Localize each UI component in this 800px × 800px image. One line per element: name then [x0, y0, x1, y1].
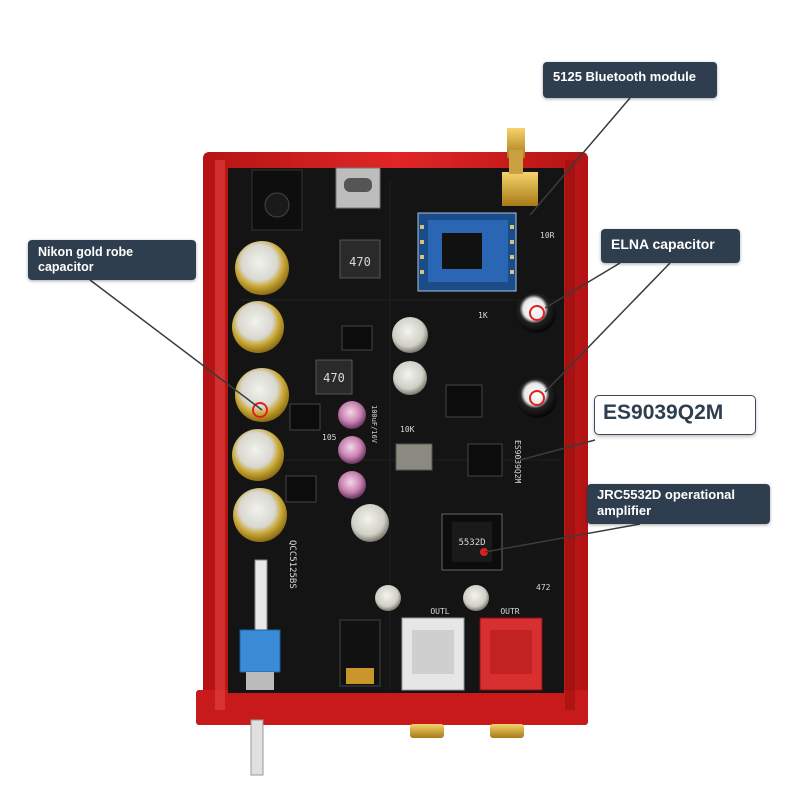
svg-text:472: 472 — [536, 583, 551, 592]
inductor-top: 470 — [339, 239, 381, 279]
nikon-gold-capacitors — [232, 241, 289, 542]
inductor-bottom: 470 — [315, 359, 353, 395]
svg-text:100uF/16V: 100uF/16V — [370, 405, 378, 444]
svg-text:OUTR: OUTR — [500, 607, 519, 616]
svg-text:QCC5125BS: QCC5125BS — [287, 540, 297, 589]
rca-out-left: OUTL — [401, 607, 465, 691]
gold-rca-jacks — [410, 724, 524, 738]
nikon-capacitor-callout: Nikon gold robe capacitor — [28, 240, 196, 280]
svg-text:105: 105 — [322, 433, 337, 442]
bluetooth-module-callout: 5125 Bluetooth module — [543, 62, 717, 98]
svg-text:470: 470 — [349, 255, 371, 269]
svg-text:1K: 1K — [478, 311, 488, 320]
toggle-switch — [239, 559, 281, 776]
elna-capacitor-callout: ELNA capacitor — [601, 229, 740, 263]
svg-text:10K: 10K — [400, 425, 415, 434]
svg-text:10R: 10R — [540, 231, 555, 240]
svg-text:ES9039Q2M: ES9039Q2M — [513, 440, 522, 484]
bluetooth-module — [417, 212, 517, 292]
rca-out-right: OUTR — [479, 607, 543, 691]
svg-text:OUTL: OUTL — [430, 607, 449, 616]
antenna-connector — [502, 128, 538, 206]
elna-capacitors — [516, 293, 557, 418]
opamp-callout: JRC5532D operational amplifier — [587, 484, 770, 524]
callout-lines — [89, 97, 671, 553]
silver-capacitors — [351, 317, 489, 611]
dac-chip-callout: ES9039Q2M — [595, 396, 755, 434]
svg-text:470: 470 — [323, 371, 345, 385]
svg-text:5532D: 5532D — [458, 538, 485, 548]
dc-jack — [251, 169, 303, 231]
usb-c-port — [335, 167, 381, 209]
ic-chips — [285, 325, 503, 503]
headphone-jack — [339, 619, 381, 687]
pink-capacitors — [338, 401, 366, 499]
opamp-socket: 5532D — [441, 513, 503, 571]
